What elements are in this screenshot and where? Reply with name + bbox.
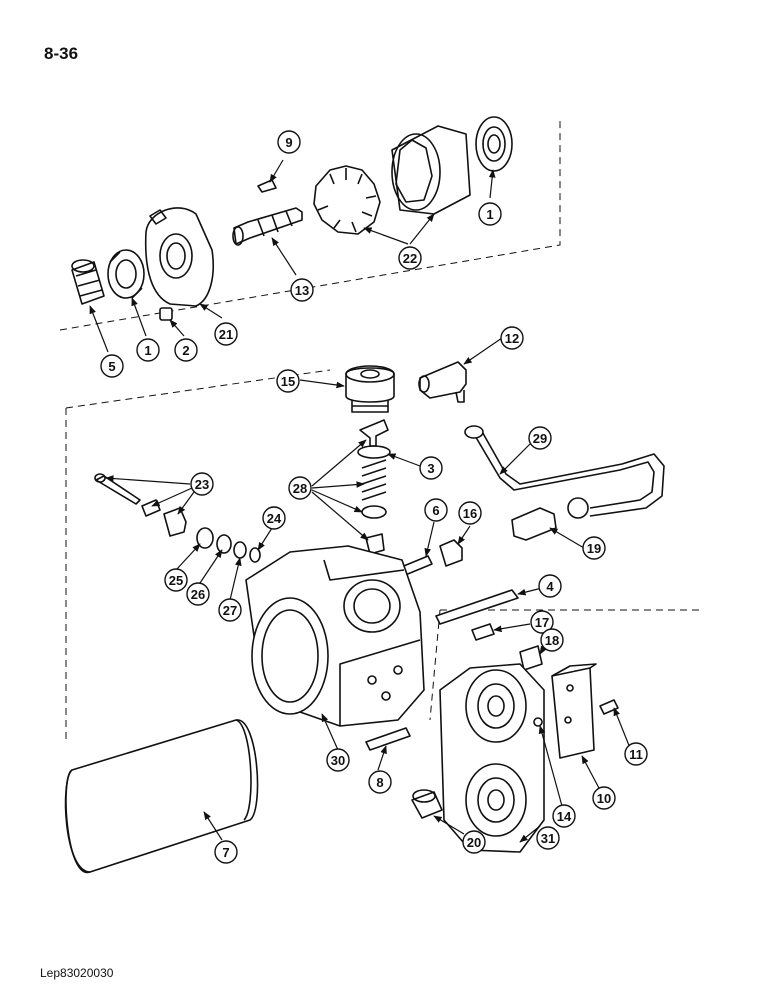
svg-text:16: 16 — [463, 506, 477, 521]
svg-text:22: 22 — [403, 251, 417, 266]
svg-text:13: 13 — [295, 283, 309, 298]
callout-30: 30 — [326, 748, 350, 772]
callout-5: 5 — [100, 354, 124, 378]
callout-10: 10 — [592, 786, 616, 810]
callout-31: 31 — [536, 826, 560, 850]
callout-1-left: 1 — [136, 338, 160, 362]
svg-text:24: 24 — [267, 511, 282, 526]
callout-15: 15 — [276, 369, 300, 393]
svg-text:18: 18 — [545, 633, 559, 648]
svg-text:27: 27 — [223, 603, 237, 618]
svg-text:9: 9 — [285, 135, 292, 150]
callout-25: 25 — [164, 568, 188, 592]
svg-text:10: 10 — [597, 791, 611, 806]
svg-text:12: 12 — [505, 331, 519, 346]
callout-16: 16 — [458, 501, 482, 525]
svg-text:20: 20 — [467, 835, 481, 850]
callout-29: 29 — [528, 426, 552, 450]
callout-11: 11 — [624, 742, 648, 766]
callout-2: 2 — [174, 338, 198, 362]
callout-21: 21 — [214, 322, 238, 346]
svg-text:8: 8 — [376, 775, 383, 790]
callout-14: 14 — [552, 804, 576, 828]
svg-text:14: 14 — [557, 809, 572, 824]
callout-22: 22 — [398, 246, 422, 270]
svg-text:25: 25 — [169, 573, 183, 588]
svg-text:17: 17 — [535, 615, 549, 630]
callout-23: 23 — [190, 472, 214, 496]
svg-text:11: 11 — [629, 747, 643, 762]
svg-text:1: 1 — [486, 207, 493, 222]
callout-8: 8 — [368, 770, 392, 794]
svg-text:1: 1 — [144, 343, 151, 358]
svg-text:29: 29 — [533, 431, 547, 446]
callout-9: 9 — [277, 130, 301, 154]
callout-6: 6 — [424, 498, 448, 522]
svg-text:4: 4 — [546, 579, 554, 594]
callout-20: 20 — [462, 830, 486, 854]
callout-3: 3 — [419, 456, 443, 480]
svg-text:28: 28 — [293, 481, 307, 496]
callout-13: 13 — [290, 278, 314, 302]
callout-26: 26 — [186, 582, 210, 606]
callout-24: 24 — [262, 506, 286, 530]
svg-text:21: 21 — [219, 327, 233, 342]
callout-1-right: 1 — [478, 202, 502, 226]
svg-text:23: 23 — [195, 477, 209, 492]
svg-text:7: 7 — [222, 845, 229, 860]
footer-reference: Lep83020030 — [40, 966, 114, 980]
callout-19: 19 — [582, 536, 606, 560]
svg-text:26: 26 — [191, 587, 205, 602]
callout-12: 12 — [500, 326, 524, 350]
svg-text:5: 5 — [108, 359, 115, 374]
callout-17: 17 — [530, 610, 554, 634]
svg-text:3: 3 — [427, 461, 434, 476]
svg-text:30: 30 — [331, 753, 345, 768]
callout-18: 18 — [540, 628, 564, 652]
page-number: 8-36 — [44, 44, 79, 63]
svg-text:15: 15 — [281, 374, 295, 389]
svg-text:31: 31 — [541, 831, 555, 846]
svg-text:19: 19 — [587, 541, 601, 556]
callout-4: 4 — [538, 574, 562, 598]
callout-7: 7 — [214, 840, 238, 864]
callout-28: 28 — [288, 476, 312, 500]
svg-text:2: 2 — [182, 343, 189, 358]
callout-27: 27 — [218, 598, 242, 622]
svg-text:6: 6 — [432, 503, 439, 518]
